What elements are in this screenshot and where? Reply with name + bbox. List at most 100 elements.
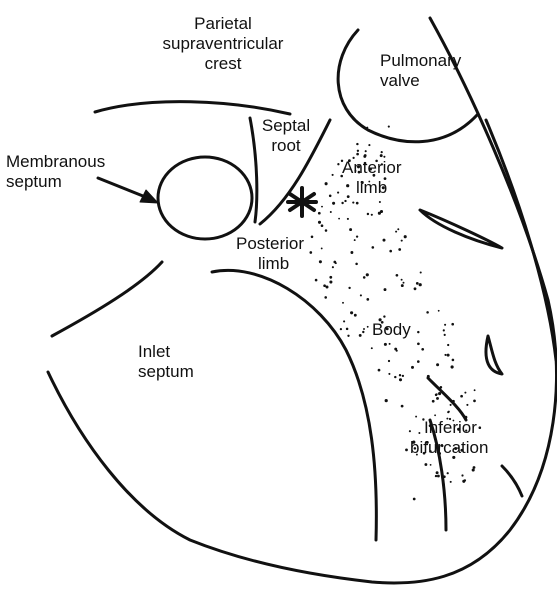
stipple-dot [347,335,349,337]
stipple-dot [321,247,323,249]
label-anterior-limb: Anterior limb [342,158,402,198]
stipple-dot [388,373,390,375]
stipple-dot [329,195,332,198]
stipple-dot [354,239,356,241]
stipple-dot [420,271,422,273]
stipple-dot [356,153,359,156]
stipple-dot [318,212,321,215]
stipple-dot [474,389,476,391]
stipple-dot [332,202,335,205]
stipple-dot [330,211,332,213]
stipple-dot [349,228,352,231]
stipple-dot [364,154,367,157]
stipple-dot [350,311,353,314]
stipple-dot [398,248,401,251]
stipple-dot [472,468,475,471]
stipple-dot [389,250,392,253]
stipple-dot [417,360,420,363]
stipple-dot [432,400,435,403]
stipple-dot [451,323,454,326]
stipple-dot [379,201,381,203]
stipple-dot [466,404,468,406]
stipple-dot [309,251,312,254]
label-anterior-limb-second: limb [342,178,402,198]
stipple-dot [360,294,362,296]
trabeculation-upper [420,210,502,248]
stipple-dot [437,475,440,478]
stipple-dot [371,347,373,349]
stipple-dot [473,466,476,469]
stipple-dot [323,284,326,287]
posterior-limb-arc [212,270,376,540]
stipple-dot [318,221,321,224]
stipple-dot [413,498,416,501]
stipple-dot [451,365,454,368]
stipple-dot [396,350,398,352]
trabeculation-lower [428,378,466,420]
stipple-dot [362,331,364,333]
stipple-dot [356,143,358,145]
stipple-dot [438,392,441,395]
stipple-dot [368,144,370,146]
asterisk-marker [288,188,316,216]
stipple-dot [371,214,373,216]
stipple-dot [359,334,362,337]
membranous-septum-arrow [98,178,148,198]
stipple-dot [338,218,340,220]
stipple-dot [443,475,446,478]
label-body: Body [372,320,411,340]
stipple-dot [450,404,452,406]
stipple-dot [354,314,357,317]
stipple-dot [436,397,439,400]
stipple-dot [321,206,323,208]
membranous-septum-ring [158,157,252,239]
stipple-dot [319,260,322,263]
stipple-dot [326,286,329,289]
stipple-dot [383,239,386,242]
stipple-dot [366,273,369,276]
stipple-dot [371,246,374,249]
stipple-dot [402,375,404,377]
stipple-dot [343,320,345,322]
stipple-dot [332,266,334,268]
arrow-head [140,190,158,203]
stipple-dot [381,151,383,153]
stipple-dot [367,213,369,215]
stipple-dot [443,329,445,331]
stipple-dot [384,288,387,291]
stipple-dot [404,235,407,238]
stipple-dot [395,231,397,233]
stipple-dot [417,342,420,345]
stipple-dot [399,374,401,376]
stipple-dot [350,251,353,254]
stipple-dot [342,302,344,304]
stipple-dot [378,212,381,215]
stipple-dot [435,475,437,477]
trabeculation-middle [486,336,502,374]
stipple-dot [363,276,366,279]
stipple-dot [448,411,450,413]
stipple-dot [356,202,359,205]
stipple-dot [438,310,440,312]
stipple-dot [383,315,385,317]
stipple-dot [315,279,318,282]
stipple-dot [397,228,399,230]
stipple-dot [341,202,343,204]
stipple-dot [348,287,350,289]
stipple-dot [337,192,339,194]
stipple-dot [427,375,430,378]
stipple-dot [401,405,404,408]
stipple-dot [426,311,429,314]
stipple-dot [367,326,369,328]
stipple-dot [436,393,438,395]
stipple-dot [421,348,424,351]
stipple-dot [385,399,388,402]
label-inferior-bifurcation: Inferior bifurcation [410,418,488,458]
stipple-dot [424,463,427,466]
label-inferior-bifurcation-first: Inferior [410,418,488,438]
stipple-dot [363,328,365,330]
stipple-dot [416,282,419,285]
label-inlet-septum: Inlet septum [138,342,194,382]
stipple-dot [434,414,436,416]
